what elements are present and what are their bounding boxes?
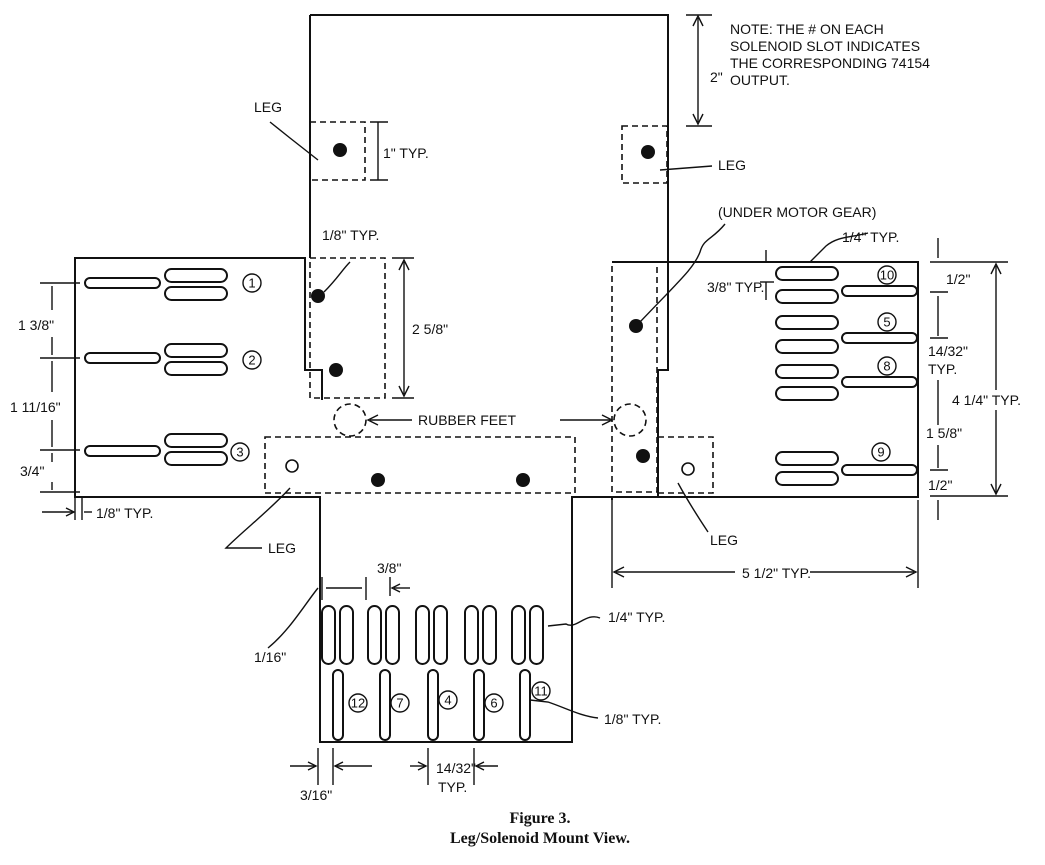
leg-hole-open bbox=[285, 459, 299, 473]
dim-label-1-11-16: 1 11/16" bbox=[10, 399, 61, 415]
slot-number-8: 8 bbox=[883, 359, 890, 374]
mount-hole bbox=[641, 145, 655, 159]
leg-outline-bottom-center bbox=[264, 436, 576, 494]
dim-label-1-3-8: 1 3/8" bbox=[18, 317, 54, 333]
left-slot-numbers: 1 2 3 bbox=[230, 273, 262, 462]
slot-number-10: 10 bbox=[880, 268, 894, 283]
mount-hole bbox=[636, 449, 650, 463]
figure-title: Leg/Solenoid Mount View. bbox=[450, 830, 630, 847]
leg-label-top-right: LEG bbox=[718, 157, 746, 173]
bottom-slot-numbers: 12 7 4 6 11 bbox=[348, 681, 551, 713]
dim-label-1-8-typ-bottom: 1/8" TYP. bbox=[604, 711, 661, 727]
note-block: NOTE: THE # ON EACH SOLENOID SLOT INDICA… bbox=[730, 21, 930, 88]
dim-label-14-32-bottom: 14/32" bbox=[436, 760, 476, 776]
note-line-2: SOLENOID SLOT INDICATES bbox=[730, 38, 920, 54]
dim-label-4-1-4-typ: 4 1/4" TYP. bbox=[952, 392, 1021, 408]
slot-number-9: 9 bbox=[877, 445, 884, 460]
right-solenoid-slots bbox=[775, 266, 918, 486]
leg-outline-mid-right bbox=[611, 261, 658, 493]
slot-number-1: 1 bbox=[248, 276, 255, 291]
dim-label-1-8-typ-left: 1/8" TYP. bbox=[96, 505, 153, 521]
dim-label-1-5-8: 1 5/8" bbox=[926, 425, 962, 441]
dim-label-1-2-bottom: 1/2" bbox=[928, 477, 952, 493]
leg-outline-top-right bbox=[621, 125, 668, 184]
rubber-foot-right bbox=[613, 403, 647, 437]
dim-label-14-32-right: 14/32" bbox=[928, 343, 968, 359]
dim-label-3-8-bottom: 3/8" bbox=[377, 560, 401, 576]
dim-label-2-5-8: 2 5/8" bbox=[412, 321, 448, 337]
rubber-foot-left bbox=[333, 403, 367, 437]
mount-hole bbox=[311, 289, 325, 303]
mount-hole bbox=[371, 473, 385, 487]
slot-number-4: 4 bbox=[444, 693, 451, 708]
mount-hole bbox=[629, 319, 643, 333]
leg-outline-top-left bbox=[309, 121, 366, 181]
right-slot-numbers: 10 5 8 9 bbox=[871, 265, 897, 462]
note-line-3: THE CORRESPONDING 74154 bbox=[730, 55, 930, 71]
slot-number-5: 5 bbox=[883, 315, 890, 330]
leg-hole-open bbox=[681, 462, 695, 476]
mount-hole bbox=[516, 473, 530, 487]
center-plate-outline bbox=[74, 14, 669, 743]
dim-label-1-8-typ: 1/8" TYP. bbox=[322, 227, 379, 243]
dim-label-2in: 2" bbox=[710, 69, 723, 85]
slot-number-6: 6 bbox=[490, 696, 497, 711]
slot-number-7: 7 bbox=[396, 696, 403, 711]
slot-number-3: 3 bbox=[236, 445, 243, 460]
dim-label-1-4-typ-right: 1/4" TYP. bbox=[842, 229, 899, 245]
dim-label-1-16: 1/16" bbox=[254, 649, 286, 665]
dim-label-typ-right: TYP. bbox=[928, 361, 957, 377]
left-solenoid-slots bbox=[84, 268, 228, 466]
rubber-feet-label: RUBBER FEET bbox=[418, 412, 516, 428]
dimension-lines bbox=[40, 14, 1008, 785]
note-line-4: OUTPUT. bbox=[730, 72, 790, 88]
leg-label-bottom-left: LEG bbox=[268, 540, 296, 556]
slot-number-11: 11 bbox=[534, 684, 548, 699]
dim-label-1in-typ: 1" TYP. bbox=[383, 145, 429, 161]
dim-label-3-8-typ: 3/8" TYP. bbox=[707, 279, 764, 295]
dim-label-5-1-2-typ: 5 1/2" TYP. bbox=[742, 565, 811, 581]
under-motor-gear-label: (UNDER MOTOR GEAR) bbox=[718, 204, 876, 220]
mount-hole bbox=[333, 143, 347, 157]
leg-outline-mid-left bbox=[309, 257, 386, 399]
slot-number-2: 2 bbox=[248, 353, 255, 368]
leader-lines bbox=[224, 121, 869, 719]
mount-hole bbox=[329, 363, 343, 377]
dim-label-1-2-top: 1/2" bbox=[946, 271, 970, 287]
dim-label-1-4-typ-bottom: 1/4" TYP. bbox=[608, 609, 665, 625]
leg-outline-bottom-right bbox=[657, 436, 714, 494]
dim-label-3-16: 3/16" bbox=[300, 787, 332, 803]
note-line-1: NOTE: THE # ON EACH bbox=[730, 21, 884, 37]
leg-label-top-left: LEG bbox=[254, 99, 282, 115]
figure-number: Figure 3. bbox=[509, 810, 570, 827]
leg-label-bottom-right: LEG bbox=[710, 532, 738, 548]
dim-label-3-4: 3/4" bbox=[20, 463, 44, 479]
dim-label-typ-bottom: TYP. bbox=[438, 779, 467, 795]
bottom-solenoid-slots bbox=[321, 605, 544, 741]
slot-number-12: 12 bbox=[351, 696, 365, 711]
